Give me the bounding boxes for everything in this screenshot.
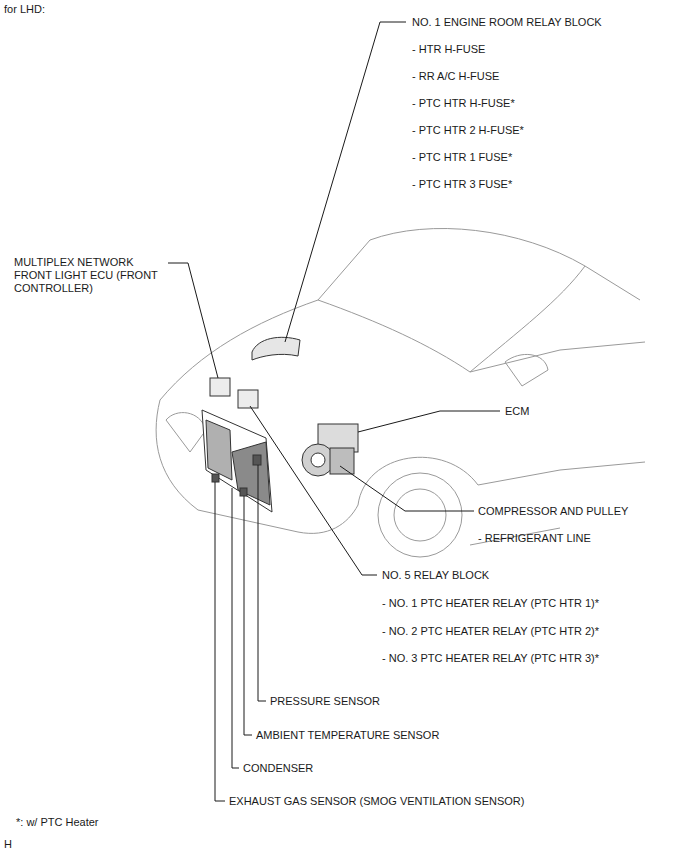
part-label: NO. 1 ENGINE ROOM RELAY BLOCK <box>412 16 602 29</box>
rocker-line <box>478 462 645 485</box>
leader-line <box>250 406 377 575</box>
pulley-hub <box>311 453 325 467</box>
component-parts <box>202 337 358 512</box>
compressor-body <box>330 448 354 474</box>
part-label: - NO. 2 PTC HEATER RELAY (PTC HTR 2)* <box>382 625 599 638</box>
leader-line <box>168 263 218 378</box>
exhaust-gas-sensor <box>212 474 219 482</box>
leader-line <box>358 411 500 432</box>
part-label: - PTC HTR 2 H-FUSE* <box>412 124 524 137</box>
part-label: - NO. 1 PTC HEATER RELAY (PTC HTR 1)* <box>382 597 599 610</box>
leader-line <box>285 22 406 342</box>
wheel-hub <box>394 489 446 541</box>
front-bumper <box>156 400 358 533</box>
a-pillar <box>318 240 370 300</box>
part-label: CONDENSER <box>243 762 313 775</box>
part-label: - HTR H-FUSE <box>412 43 485 56</box>
engine-room-relay-block <box>252 337 300 360</box>
condenser-frame <box>202 410 272 512</box>
leader-lines <box>168 22 500 801</box>
part-label: NO. 5 RELAY BLOCK <box>382 569 489 582</box>
belt-line <box>470 342 645 372</box>
leader-line <box>244 496 252 735</box>
wheel-arch <box>358 457 478 505</box>
part-label: EXHAUST GAS SENSOR (SMOG VENTILATION SEN… <box>229 795 524 808</box>
part-label: - NO. 3 PTC HEATER RELAY (PTC HTR 3)* <box>382 652 599 665</box>
leader-line <box>232 488 239 768</box>
leader-line <box>340 466 474 511</box>
part-label: COMPRESSOR AND PULLEY <box>478 505 628 518</box>
condenser-core <box>206 420 232 480</box>
part-label: - PTC HTR 1 FUSE* <box>412 151 512 164</box>
part-label: - PTC HTR H-FUSE* <box>412 97 515 110</box>
front-light-ecu <box>210 378 230 396</box>
condenser-shade <box>232 442 270 505</box>
windshield-base <box>318 300 470 372</box>
diagram-title: for LHD: <box>4 3 45 16</box>
part-label: PRESSURE SENSOR <box>270 695 380 708</box>
part-label: - PTC HTR 3 FUSE* <box>412 178 512 191</box>
part-label: - RR A/C H-FUSE <box>412 70 499 83</box>
roof-line <box>370 228 585 266</box>
figure-code: H <box>4 838 12 851</box>
part-label: - REFRIGERANT LINE <box>478 532 591 545</box>
front-wheel <box>378 473 462 557</box>
part-label: MULTIPLEX NETWORK FRONT LIGHT ECU (FRONT… <box>14 256 164 295</box>
headlight <box>166 413 206 452</box>
leader-line <box>258 465 266 701</box>
hood-edge <box>160 300 318 400</box>
relay-block-5 <box>238 390 258 408</box>
side-mirror <box>505 354 548 386</box>
leader-line <box>215 482 225 801</box>
pressure-sensor <box>253 455 261 465</box>
windshield-side <box>470 266 585 372</box>
part-label: AMBIENT TEMPERATURE SENSOR <box>256 729 439 742</box>
ambient-sensor <box>240 488 247 496</box>
compressor-pulley <box>302 444 334 476</box>
car-body-outline <box>156 228 645 557</box>
roof-rear <box>585 266 640 300</box>
footnote: *: w/ PTC Heater <box>16 816 99 829</box>
part-label: ECM <box>505 405 529 418</box>
